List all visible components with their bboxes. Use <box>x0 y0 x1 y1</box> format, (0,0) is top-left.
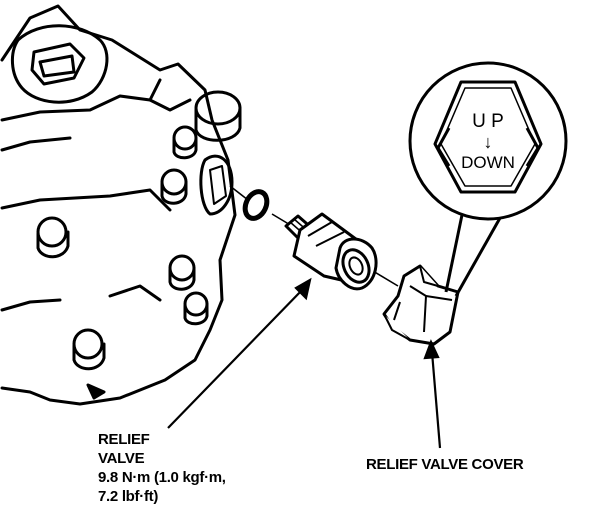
cover-arrowhead <box>423 339 440 360</box>
relief-valve-leader <box>167 287 305 429</box>
cover-hex-outline <box>433 80 543 194</box>
relief-valve-arrowhead <box>294 277 312 301</box>
relief-valve-label-line1: RELIEF <box>98 431 150 448</box>
relief-valve-label-line2: VALVE <box>98 450 145 467</box>
detail-balloon <box>408 61 568 297</box>
torque-spec-line1: 9.8 N·m (1.0 kgf·m, <box>98 469 226 486</box>
o-ring <box>242 189 270 221</box>
cover-marking-up: U P <box>472 111 504 132</box>
relief-valve-cover-part <box>382 264 460 346</box>
leader-lines <box>167 277 442 449</box>
relief-valve-cover-label: RELIEF VALVE COVER <box>366 456 524 473</box>
relief-valve <box>284 212 378 291</box>
cover-leader <box>430 351 442 449</box>
cover-marking-arrow: ↓ <box>484 132 493 152</box>
relief-valve-callout: RELIEF VALVE 9.8 N·m (1.0 kgf·m, 7.2 lbf… <box>98 430 226 506</box>
torque-spec-line2: 7.2 lbf·ft) <box>98 488 159 505</box>
cover-marking-down: DOWN <box>461 153 515 172</box>
housing-casting <box>0 4 242 406</box>
